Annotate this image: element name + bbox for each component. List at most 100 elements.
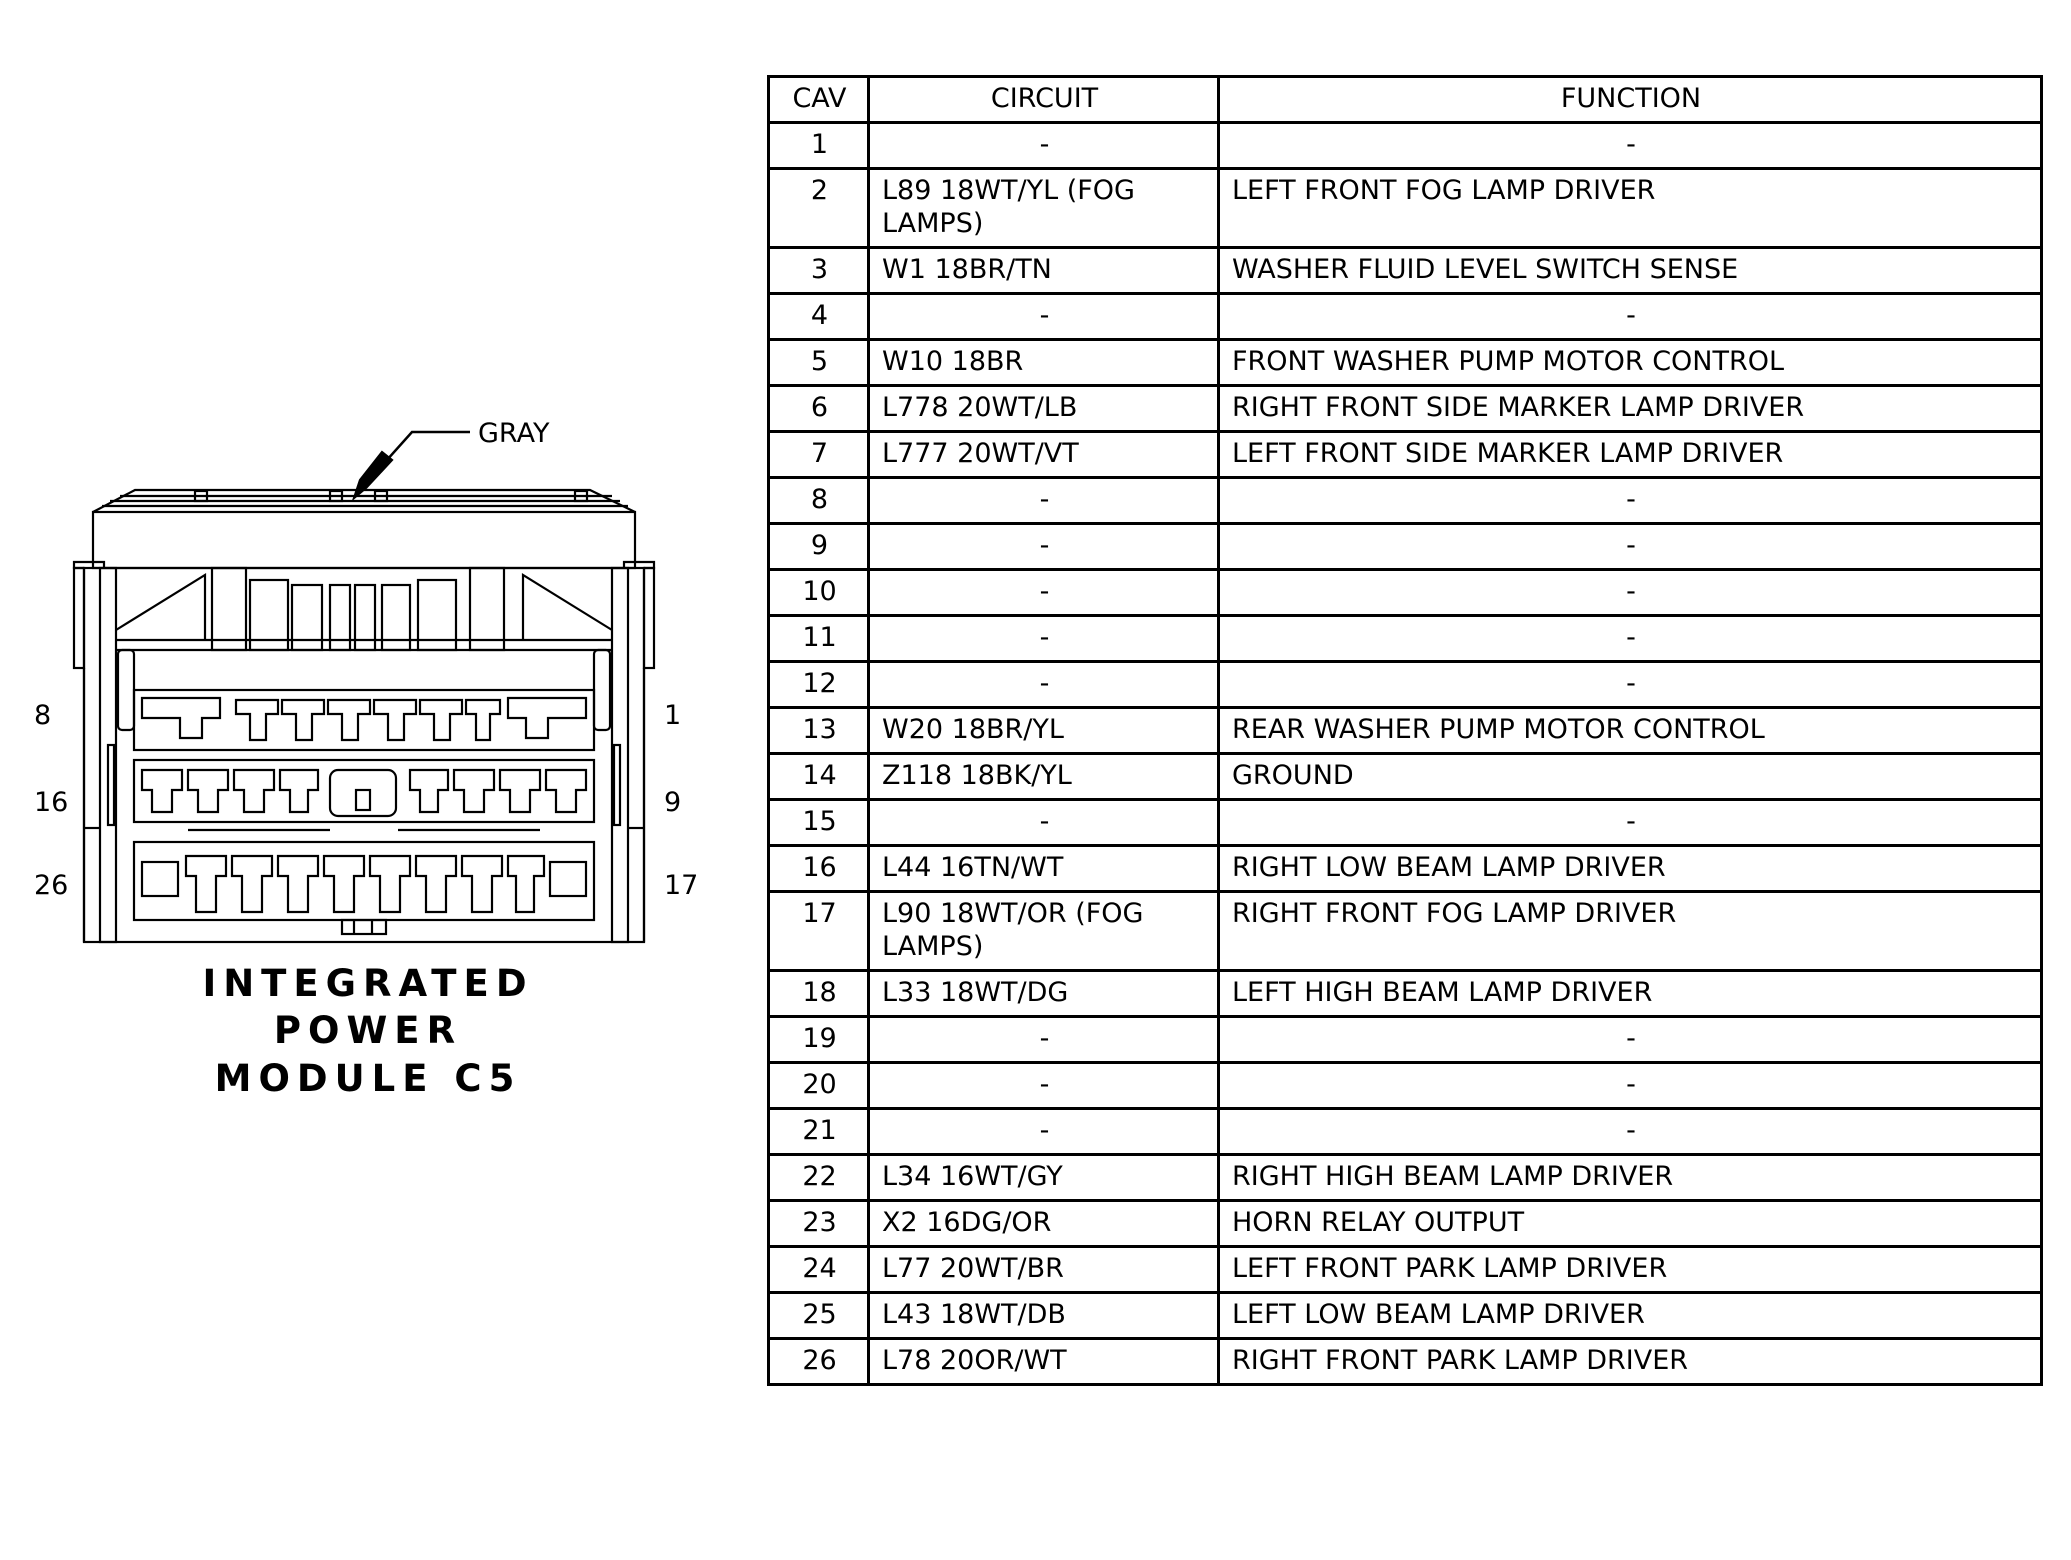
pin-label-row2-left: 16 <box>34 787 68 818</box>
function-cell: WASHER FLUID LEVEL SWITCH SENSE <box>1217 246 2043 295</box>
circuit-cell: L90 18WT/OR (FOG LAMPS) <box>867 890 1220 972</box>
function-cell: LEFT HIGH BEAM LAMP DRIVER <box>1217 969 2043 1018</box>
cav-cell: 24 <box>767 1245 870 1294</box>
circuit-cell: L77 20WT/BR <box>867 1245 1220 1294</box>
pin-label-row3-right: 17 <box>664 870 698 901</box>
module-title-line-2: POWER <box>274 1009 462 1052</box>
circuit-cell: - <box>867 568 1220 617</box>
function-cell: LEFT LOW BEAM LAMP DRIVER <box>1217 1291 2043 1340</box>
function-cell: LEFT FRONT SIDE MARKER LAMP DRIVER <box>1217 430 2043 479</box>
table-row: 1-- <box>767 121 2043 170</box>
function-cell: - <box>1217 568 2043 617</box>
cav-cell: 21 <box>767 1107 870 1156</box>
function-cell: HORN RELAY OUTPUT <box>1217 1199 2043 1248</box>
connector-housing <box>72 560 656 944</box>
function-cell: REAR WASHER PUMP MOTOR CONTROL <box>1217 706 2043 755</box>
circuit-cell: - <box>867 660 1220 709</box>
cav-cell: 2 <box>767 167 870 249</box>
function-cell: GROUND <box>1217 752 2043 801</box>
function-cell: - <box>1217 660 2043 709</box>
function-cell: FRONT WASHER PUMP MOTOR CONTROL <box>1217 338 2043 387</box>
function-cell: LEFT FRONT FOG LAMP DRIVER <box>1217 167 2043 249</box>
pin-label-row2-right: 9 <box>664 787 681 818</box>
cav-cell: 4 <box>767 292 870 341</box>
module-title-line-3: MODULE C5 <box>215 1057 522 1100</box>
table-row: 20-- <box>767 1061 2043 1110</box>
connector-top-lid <box>91 488 637 570</box>
header-function: FUNCTION <box>1217 75 2043 124</box>
header-cav: CAV <box>767 75 870 124</box>
circuit-cell: - <box>867 121 1220 170</box>
connector-figure: GRAY 8 1 16 9 26 17 INTEGRATED POWER MOD… <box>0 0 740 1150</box>
table-row: 21-- <box>767 1107 2043 1156</box>
function-cell: - <box>1217 1107 2043 1156</box>
cav-cell: 18 <box>767 969 870 1018</box>
pin-label-row3-left: 26 <box>34 870 68 901</box>
function-cell: - <box>1217 1015 2043 1064</box>
cav-cell: 12 <box>767 660 870 709</box>
circuit-cell: L43 18WT/DB <box>867 1291 1220 1340</box>
cav-cell: 3 <box>767 246 870 295</box>
table-row: 9-- <box>767 522 2043 571</box>
circuit-cell: L778 20WT/LB <box>867 384 1220 433</box>
circuit-cell: L89 18WT/YL (FOG LAMPS) <box>867 167 1220 249</box>
table-row: 10-- <box>767 568 2043 617</box>
cav-cell: 16 <box>767 844 870 893</box>
circuit-cell: L78 20OR/WT <box>867 1337 1220 1386</box>
circuit-cell: L44 16TN/WT <box>867 844 1220 893</box>
circuit-cell: - <box>867 1015 1220 1064</box>
cav-cell: 6 <box>767 384 870 433</box>
function-cell: - <box>1217 121 2043 170</box>
cav-cell: 9 <box>767 522 870 571</box>
cav-cell: 17 <box>767 890 870 972</box>
pin-label-row1-right: 1 <box>664 700 681 731</box>
circuit-cell: W10 18BR <box>867 338 1220 387</box>
cav-cell: 8 <box>767 476 870 525</box>
circuit-cell: - <box>867 522 1220 571</box>
cavity-row-3 <box>132 840 596 936</box>
cav-cell: 15 <box>767 798 870 847</box>
cav-cell: 10 <box>767 568 870 617</box>
circuit-cell: W1 18BR/TN <box>867 246 1220 295</box>
function-cell: - <box>1217 292 2043 341</box>
color-callout-label: GRAY <box>478 418 550 449</box>
circuit-cell: L777 20WT/VT <box>867 430 1220 479</box>
table-row: 8-- <box>767 476 2043 525</box>
cav-cell: 1 <box>767 121 870 170</box>
circuit-cell: - <box>867 292 1220 341</box>
table-row: 4-- <box>767 292 2043 341</box>
function-cell: RIGHT FRONT FOG LAMP DRIVER <box>1217 890 2043 972</box>
cavity-row-2 <box>132 758 596 832</box>
function-cell: RIGHT FRONT PARK LAMP DRIVER <box>1217 1337 2043 1386</box>
circuit-cell: L33 18WT/DG <box>867 969 1220 1018</box>
function-cell: - <box>1217 476 2043 525</box>
function-cell: RIGHT HIGH BEAM LAMP DRIVER <box>1217 1153 2043 1202</box>
table-row: 19-- <box>767 1015 2043 1064</box>
cav-cell: 7 <box>767 430 870 479</box>
circuit-cell: W20 18BR/YL <box>867 706 1220 755</box>
circuit-cell: Z118 18BK/YL <box>867 752 1220 801</box>
circuit-cell: - <box>867 1061 1220 1110</box>
cav-cell: 14 <box>767 752 870 801</box>
function-cell: - <box>1217 614 2043 663</box>
circuit-cell: X2 16DG/OR <box>867 1199 1220 1248</box>
circuit-cell: - <box>867 1107 1220 1156</box>
module-title-line-1: INTEGRATED <box>202 962 533 1005</box>
function-cell: - <box>1217 1061 2043 1110</box>
cav-cell: 23 <box>767 1199 870 1248</box>
table-header-row: CAV CIRCUIT FUNCTION <box>767 75 2043 124</box>
cav-cell: 19 <box>767 1015 870 1064</box>
